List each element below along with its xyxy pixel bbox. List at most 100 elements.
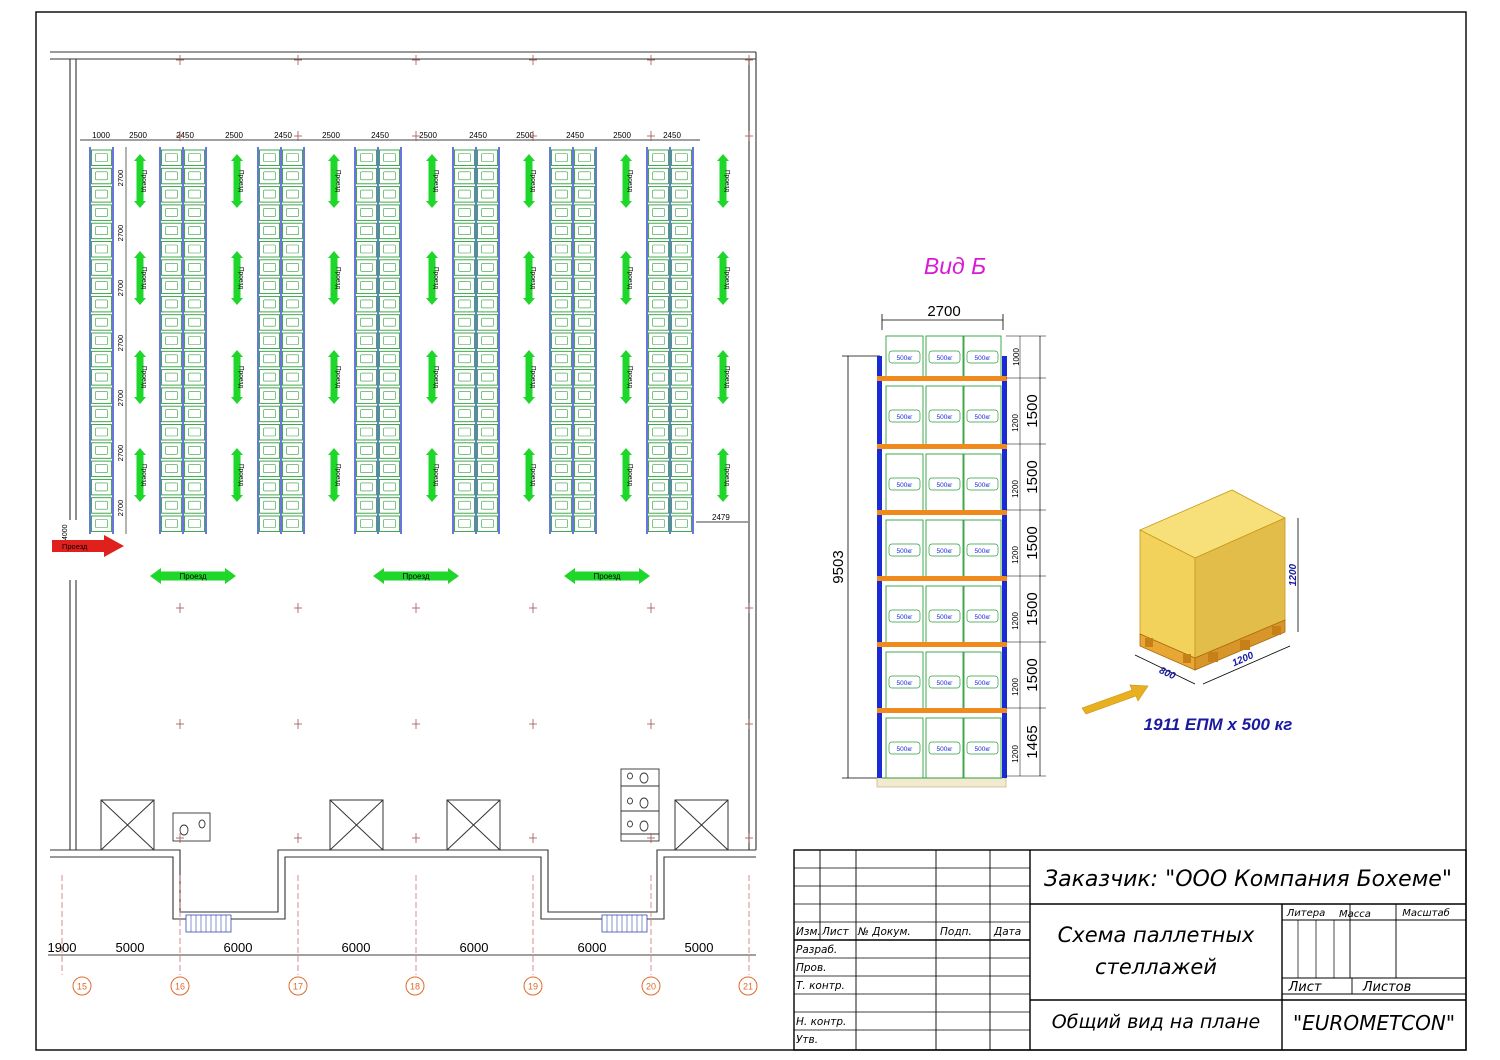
load-label: 500кг: [936, 548, 953, 555]
aisle-arrow: [134, 350, 146, 404]
title-row-label: Разраб.: [796, 944, 837, 956]
pallet-load: 500кг: [885, 651, 924, 713]
entrance-dim: 4000: [62, 524, 69, 540]
title-row-label: Утв.: [796, 1034, 818, 1046]
title-block-text: Заказчик: "ООО Компания Бохеме" Схема па…: [796, 867, 1455, 1046]
aisle-arrow: [231, 448, 243, 502]
axis-label: 17: [293, 982, 303, 992]
top-dim-label: 2500: [613, 131, 631, 140]
side-dim-label: 2700: [116, 225, 125, 242]
rack-beam: [877, 444, 1007, 449]
rack-row: [354, 147, 402, 534]
pallet-height-label: 1200: [1011, 414, 1020, 432]
rack-beam: [877, 642, 1007, 647]
axis-label: 16: [175, 982, 185, 992]
aisle-arrow: [426, 251, 438, 305]
wc-room: [620, 768, 660, 842]
top-dim-label: 1000: [92, 131, 110, 140]
dock-door: [674, 799, 729, 851]
top-dim-label: 2450: [469, 131, 487, 140]
pallet-height-label: 1200: [1011, 546, 1020, 564]
axis-dim-label: 6000: [224, 940, 253, 955]
passage-label: Проезд: [402, 572, 429, 581]
aisle-label: Проезд: [724, 170, 731, 192]
rack-row: [159, 147, 207, 534]
rack-row: [646, 147, 694, 534]
level-dim-label: 1500: [1024, 592, 1041, 625]
aisle-label: Проезд: [724, 267, 731, 289]
top-dim-label: 2500: [419, 131, 437, 140]
level-dim-label: 1500: [1024, 394, 1041, 427]
title-block: [793, 849, 1467, 1051]
aisle-label: Проезд: [238, 267, 245, 289]
axis-label: 15: [77, 982, 87, 992]
massa-label: Масса: [1339, 909, 1371, 920]
top-dim-label: 2500: [129, 131, 147, 140]
building-walls: [50, 51, 757, 920]
load-label: 500кг: [896, 680, 913, 687]
passage-label: Проезд: [593, 572, 620, 581]
aisle-label: Проезд: [433, 366, 440, 388]
level-dim-label: 1500: [1024, 658, 1041, 691]
sanitary-rooms: [172, 768, 660, 842]
aisle-label: Проезд: [335, 170, 342, 192]
load-label: 500кг: [974, 614, 991, 621]
listov-label: Листов: [1362, 980, 1412, 995]
load-label: 500кг: [936, 414, 953, 421]
aisle-label: Проезд: [530, 366, 537, 388]
axis-dim-label: 6000: [578, 940, 607, 955]
title-col-header: № Докум.: [857, 926, 911, 938]
load-label: 500кг: [896, 548, 913, 555]
pallet-load: 500кг: [925, 335, 964, 379]
pallet-load: 500кг: [963, 453, 1002, 515]
aisle-label: Проезд: [627, 170, 634, 192]
drawing-title-line1: Схема паллетных: [1058, 923, 1255, 947]
load-label: 500кг: [974, 680, 991, 687]
aisle-label: Проезд: [335, 267, 342, 289]
aisle-label: Проезд: [141, 366, 148, 388]
aisle-arrow: [523, 251, 535, 305]
rack-beam: [877, 376, 1007, 381]
aisle-label: Проезд: [141, 464, 148, 486]
side-dim-label: 2700: [116, 445, 125, 462]
load-label: 500кг: [896, 355, 913, 362]
pallet-depth-dim: 800: [1157, 665, 1177, 682]
title-col-header: Изм.: [796, 926, 821, 938]
list-label: Лист: [1288, 980, 1322, 995]
title-col-header: Лист: [821, 926, 849, 938]
axis-label: 18: [410, 982, 420, 992]
aisle-label: Проезд: [530, 464, 537, 486]
aisle-label: Проезд: [627, 464, 634, 486]
dock-doors: [100, 799, 729, 851]
aisle-arrow: [717, 251, 729, 305]
top-dim-label: 2450: [176, 131, 194, 140]
entrance-label: Проезд: [62, 542, 88, 551]
litera-label: Литера: [1286, 908, 1325, 919]
side-dim-label: 2700: [116, 335, 125, 352]
aisle-label: Проезд: [141, 170, 148, 192]
pallet-load: 500кг: [885, 385, 924, 447]
aisle-arrow: [134, 448, 146, 502]
aisle-label: Проезд: [141, 267, 148, 289]
axis-dim-label: 6000: [460, 940, 489, 955]
pallet-load: 500кг: [963, 385, 1002, 447]
stairs: [185, 914, 232, 933]
upright-right: [1002, 356, 1007, 778]
aisle-label: Проезд: [433, 267, 440, 289]
aisle-label: Проезд: [627, 366, 634, 388]
floor-slab: [876, 777, 1007, 788]
aisle-arrow: [620, 448, 632, 502]
aisle-label: Проезд: [724, 366, 731, 388]
pallet-load: 500кг: [963, 717, 1002, 779]
pallet-height-dim: 1200: [1288, 563, 1299, 586]
aisle-arrow: [134, 154, 146, 208]
axis-label: 21: [743, 982, 753, 992]
aisle-label: Проезд: [238, 464, 245, 486]
pallet-height-label: 1200: [1011, 678, 1020, 696]
aisle-label: Проезд: [530, 267, 537, 289]
aisle-arrow: [620, 350, 632, 404]
stairs: [601, 914, 648, 933]
